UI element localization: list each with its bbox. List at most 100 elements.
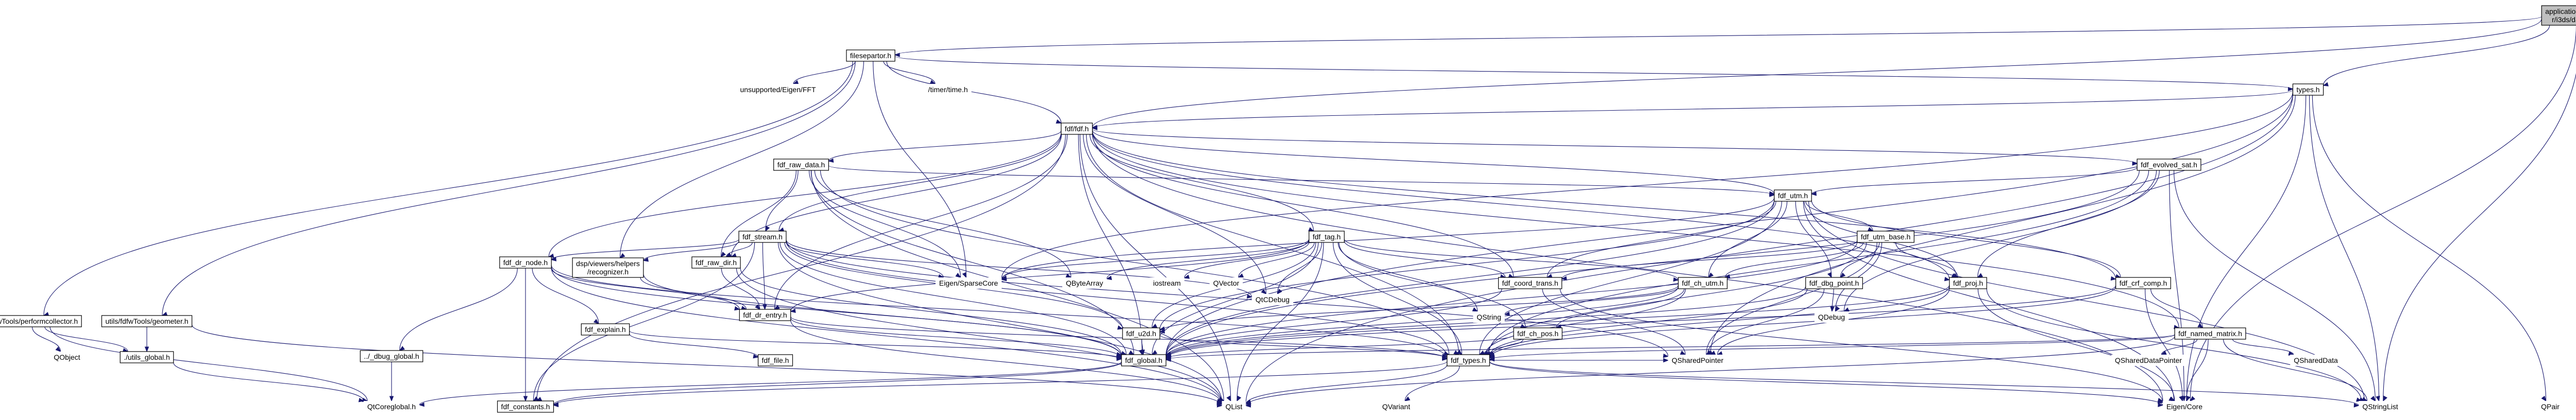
edge-arrowhead: [1216, 401, 1223, 406]
node-perfmon[interactable]: utils/fdfwTools/performcollector.h: [0, 315, 82, 327]
node-dsp[interactable]: dsp/viewers/helpers/recognizer.h: [572, 257, 644, 278]
edge-arrowhead: [1151, 323, 1158, 328]
edge-line: [1001, 197, 1775, 280]
node-dbgpoint[interactable]: fdf_dbg_point.h: [1805, 277, 1863, 289]
edge-arrowhead: [533, 396, 539, 401]
edge-fdf-to-fdftypes: [1086, 134, 1460, 355]
edge-arrowhead: [731, 253, 737, 257]
node-fdfglobal[interactable]: fdf_global.h: [1121, 354, 1166, 366]
node-proj[interactable]: fdf_proj.h: [1949, 277, 1987, 289]
edge-root-to-qstringlist: [2383, 73, 2576, 402]
node-filefs[interactable]: fdf_file.h: [757, 354, 793, 366]
node-evolved[interactable]: fdf_evolved_sat.h: [2137, 159, 2201, 171]
node-utilsgm[interactable]: utils/fdfwTools/geometer.h: [101, 315, 193, 327]
edge-line: [765, 170, 799, 232]
edge-fdf-to-crfcomp: [1092, 131, 2117, 281]
node-label: QObject: [54, 353, 80, 361]
node-utmbase[interactable]: fdf_utm_base.h: [1857, 231, 1914, 243]
edge-line: [828, 130, 1062, 162]
edge-line: [2383, 73, 2576, 401]
node-box: [1122, 327, 1160, 340]
edge-fdftypes-to-qsharedpointer: [1489, 358, 1669, 363]
node-rawdir[interactable]: fdf_raw_dir.h: [691, 256, 741, 269]
edge-arrowhead: [1456, 349, 1463, 355]
edge-named-to-fdfglobal: [1165, 334, 2175, 362]
edge-arrowhead: [1116, 352, 1123, 357]
edge-stream-to-dsp: [642, 241, 739, 262]
edge-tag-to-iostream: [1183, 241, 1310, 279]
node-drentry[interactable]: fdf_dr_entry.h: [739, 309, 791, 321]
edge-arrowhead: [2161, 351, 2167, 355]
edge-arrowhead: [1091, 126, 1097, 130]
node-utm[interactable]: fdf_utm.h: [1774, 189, 1812, 202]
node-fdf[interactable]: fdf/fdf.h: [1061, 122, 1093, 135]
edge-fdftypes-to-eigencore: [1489, 361, 2164, 407]
edge-line: [1338, 242, 1526, 328]
edge-line: [721, 268, 760, 310]
edge-line: [551, 265, 1448, 358]
node-label: QVector: [1213, 279, 1240, 287]
edge-line: [1165, 170, 2140, 356]
node-label: fdf_dbg_point.h: [1809, 279, 1859, 287]
node-tag[interactable]: fdf_tag.h: [1309, 231, 1345, 243]
edge-crfcomp-to-named: [2150, 288, 2204, 328]
node-box: [1309, 231, 1345, 243]
node-box: [572, 257, 644, 278]
node-utilsglobal[interactable]: ./utils_global.h: [120, 351, 174, 363]
edge-line: [1489, 286, 2116, 358]
node-fdftypes[interactable]: fdf_types.h: [1447, 354, 1490, 366]
node-drnode[interactable]: fdf_dr_node.h: [499, 256, 552, 269]
node-filesep[interactable]: filesepartor.h: [846, 49, 895, 62]
edge-arrowhead: [55, 346, 61, 352]
node-rawdata[interactable]: fdf_raw_data.h: [773, 159, 829, 171]
edge-line: [1479, 201, 1782, 355]
edge-line: [814, 170, 1072, 278]
node-crfcomp[interactable]: fdf_crf_comp.h: [2115, 277, 2171, 289]
node-constants[interactable]: fdf_constants.h: [497, 400, 554, 413]
edge-line: [1245, 364, 1448, 405]
edge-fdftypes-to-qstringlist: [1489, 361, 2360, 408]
node-label: QString: [1477, 313, 1501, 321]
node-chpos[interactable]: fdf_ch_pos.h: [1513, 327, 1563, 340]
node-label: fdf_u2d.h: [1126, 329, 1156, 338]
edge-line: [2312, 95, 2547, 401]
edge-line: [790, 318, 1122, 358]
edge-perfmon-to-qtcoreglobal: [49, 326, 368, 402]
edge-arrowhead: [2541, 395, 2547, 402]
node-qvariant: QVariant: [1378, 401, 1414, 412]
edge-line: [1083, 134, 1266, 294]
edge-line: [2150, 288, 2203, 328]
node-label: fdf_ch_utm.h: [1682, 279, 1724, 287]
edge-stream-to-drentry: [762, 242, 767, 310]
edge-arrowhead: [778, 227, 785, 232]
node-chutm[interactable]: fdf_ch_utm.h: [1677, 277, 1728, 289]
edge-arrowhead: [790, 308, 796, 313]
edge-drentry-to-fdfglobal: [790, 318, 1123, 359]
edge-drnode-to-constants: [523, 268, 528, 402]
node-label: fdf_utm_base.h: [1861, 233, 1911, 241]
node-explain[interactable]: fdf_explain.h: [581, 323, 630, 336]
edge-arrowhead: [1159, 329, 1165, 334]
node-label: fdf_named_matrix.h: [2178, 329, 2242, 338]
edge-arrowhead: [1673, 277, 1679, 282]
edge-arrowhead: [358, 398, 365, 402]
edge-arrowhead: [1116, 356, 1123, 361]
node-root[interactable]: applications/misc_browser/i3ds/datatype/…: [2541, 5, 2576, 26]
node-label: utils/fdfwTools/performcollector.h: [0, 317, 78, 325]
node-label: fdf_ch_pos.h: [1517, 329, 1558, 338]
edge-tag-to-qvector: [1238, 242, 1315, 278]
edge-line: [43, 61, 853, 316]
node-named[interactable]: fdf_named_matrix.h: [2174, 327, 2246, 340]
edges-layer: [32, 16, 2576, 408]
node-types[interactable]: types.h: [2292, 83, 2324, 96]
node-label: QSharedData: [2294, 356, 2338, 364]
edge-dbgglobal-to-qtcoreglobal: [389, 361, 394, 402]
node-u2d[interactable]: fdf_u2d.h: [1122, 327, 1160, 340]
node-dbgglobal[interactable]: ../_dbug_global.h: [360, 350, 423, 362]
node-box: [497, 400, 554, 413]
node-stream[interactable]: fdf_stream.h: [738, 231, 787, 243]
edge-line: [1106, 240, 1310, 279]
edge-line: [2186, 339, 2209, 401]
node-coordtrans[interactable]: fdf_coord_trans.h: [1498, 277, 1563, 289]
edge-line: [1706, 242, 1877, 355]
